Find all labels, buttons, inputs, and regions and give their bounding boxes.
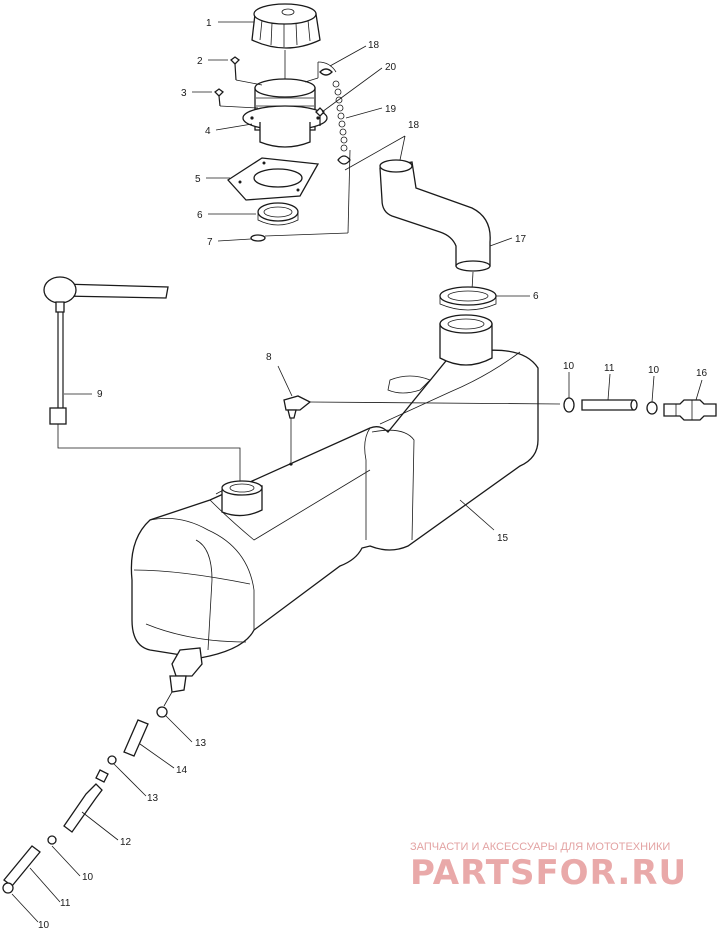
- callout-10: 10: [82, 872, 94, 883]
- callout-11: 11: [60, 898, 71, 909]
- callout-6: 6: [197, 210, 203, 221]
- callout-17: 17: [515, 234, 527, 245]
- callout-9: 9: [97, 389, 103, 400]
- callout-15: 15: [497, 533, 509, 544]
- callout-12: 12: [120, 837, 132, 848]
- vent-line-right: [563, 397, 717, 421]
- gasket-5: [227, 157, 320, 201]
- fuel-gauge-9: [43, 276, 241, 484]
- callout-2: 2: [197, 56, 203, 67]
- drain-line: [2, 647, 203, 894]
- tether-chain: [304, 61, 351, 165]
- sender-mount: [221, 480, 263, 517]
- watermark-tagline: ЗАПЧАСТИ И АКСЕССУАРЫ ДЛЯ МОТОТЕХНИКИ: [410, 841, 670, 853]
- fuel-tank-15: [130, 349, 539, 659]
- washer-7: [250, 149, 351, 242]
- screw-2: [230, 56, 263, 86]
- ring-6-top: [257, 202, 299, 226]
- screw-3: [214, 88, 259, 109]
- fuel-cap: [251, 3, 321, 49]
- callout-14: 14: [176, 765, 188, 776]
- filler-hose-17: [344, 135, 491, 291]
- filler-neck: [242, 78, 328, 148]
- watermark: ЗАПЧАСТИ И АКСЕССУАРЫ ДЛЯ МОТОТЕХНИКИ PA…: [410, 841, 687, 893]
- watermark-brand: PARTSFOR.RU: [410, 853, 687, 893]
- callout-10: 10: [563, 361, 575, 372]
- callout-8: 8: [266, 352, 272, 363]
- callout-4: 4: [205, 126, 211, 137]
- callout-5: 5: [195, 174, 201, 185]
- ring-6-bottom: [439, 286, 497, 311]
- callout-6: 6: [533, 291, 539, 302]
- callout-16: 16: [696, 368, 708, 379]
- callout-18: 18: [408, 120, 420, 131]
- callout-3: 3: [181, 88, 187, 99]
- callout-7: 7: [207, 237, 213, 248]
- vent-fitting-8: [283, 395, 561, 466]
- callout-1: 1: [206, 18, 212, 29]
- callout-labels: 1 2 3 4 5 6 7 18 20 19 18 17 6 9 8 10 11…: [38, 18, 708, 930]
- callout-10: 10: [648, 365, 660, 376]
- callout-10: 10: [38, 920, 50, 930]
- callout-19: 19: [385, 104, 397, 115]
- tank-neck: [439, 314, 493, 366]
- callout-13: 13: [147, 793, 159, 804]
- leader-lines: [11, 21, 703, 923]
- callout-13: 13: [195, 738, 207, 749]
- callout-11: 11: [604, 363, 615, 374]
- callout-18: 18: [368, 40, 380, 51]
- callout-20: 20: [385, 62, 397, 73]
